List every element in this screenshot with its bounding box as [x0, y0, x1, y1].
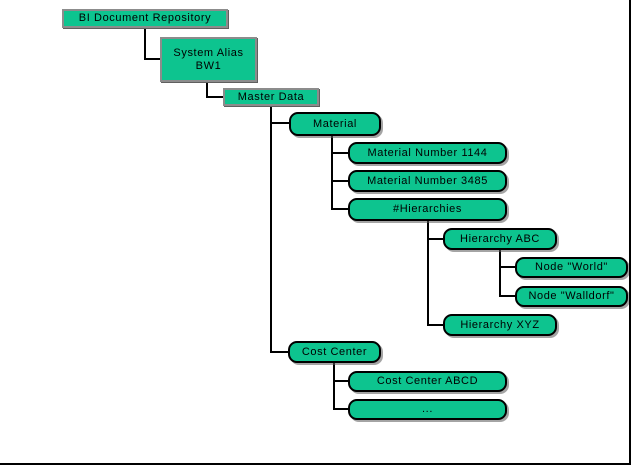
node-hierarchy-abc: Hierarchy ABC: [443, 228, 557, 250]
node-system-alias-bw1: System Alias BW1: [160, 37, 257, 82]
node-label: Cost Center ABCD: [376, 375, 479, 387]
node-label: Cost Center: [301, 345, 368, 358]
node-material-number-3485: Material Number 3485: [348, 170, 507, 192]
connector-line: [499, 250, 501, 297]
frame-border-bottom: [0, 463, 631, 465]
connector-line: [206, 96, 224, 98]
connector-line: [331, 152, 349, 154]
connector-line: [270, 122, 290, 124]
connector-line: [270, 351, 289, 353]
node-cost-center: Cost Center: [288, 341, 381, 363]
connector-line: [206, 82, 208, 98]
node-material-number-1144: Material Number 1144: [348, 142, 507, 164]
node-cost-center-abcd: Cost Center ABCD: [348, 371, 507, 392]
node-label: Material Number 3485: [367, 174, 488, 187]
node-ellipsis: ...: [348, 399, 507, 420]
node-node-world: Node "World": [515, 257, 628, 278]
node-label: Master Data: [237, 90, 305, 103]
node-label: BI Document Repository: [78, 12, 212, 24]
node-hierarchies: #Hierarchies: [348, 198, 507, 221]
connector-line: [144, 28, 146, 60]
node-material: Material: [289, 112, 381, 136]
connector-line: [333, 380, 349, 382]
connector-line: [427, 221, 429, 326]
node-label: ...: [422, 403, 433, 415]
connector-line: [331, 208, 349, 210]
connector-line: [333, 363, 335, 410]
node-label-line1: System Alias: [173, 46, 244, 59]
frame-border-right: [629, 0, 631, 465]
node-node-walldorf: Node "Walldorf": [515, 286, 628, 307]
node-label: #Hierarchies: [393, 203, 462, 215]
node-label: Hierarchy ABC: [460, 232, 540, 245]
connector-line: [333, 408, 349, 410]
node-hierarchy-xyz: Hierarchy XYZ: [443, 314, 557, 336]
node-label: Material Number 1144: [367, 146, 488, 159]
connector-line: [499, 266, 516, 268]
node-label: Node "Walldorf": [528, 290, 615, 302]
connector-line: [427, 238, 444, 240]
connector-line: [427, 324, 444, 326]
node-label: Node "World": [535, 261, 608, 273]
node-label: Hierarchy XYZ: [460, 318, 540, 331]
connector-line: [331, 180, 349, 182]
connector-line: [144, 58, 161, 60]
connector-line: [331, 136, 333, 210]
node-label: Material: [313, 117, 357, 130]
connector-line: [499, 295, 516, 297]
connector-line: [270, 106, 272, 353]
node-bi-document-repository: BI Document Repository: [62, 9, 228, 28]
node-label-line2: BW1: [195, 59, 222, 72]
node-master-data: Master Data: [223, 88, 319, 106]
